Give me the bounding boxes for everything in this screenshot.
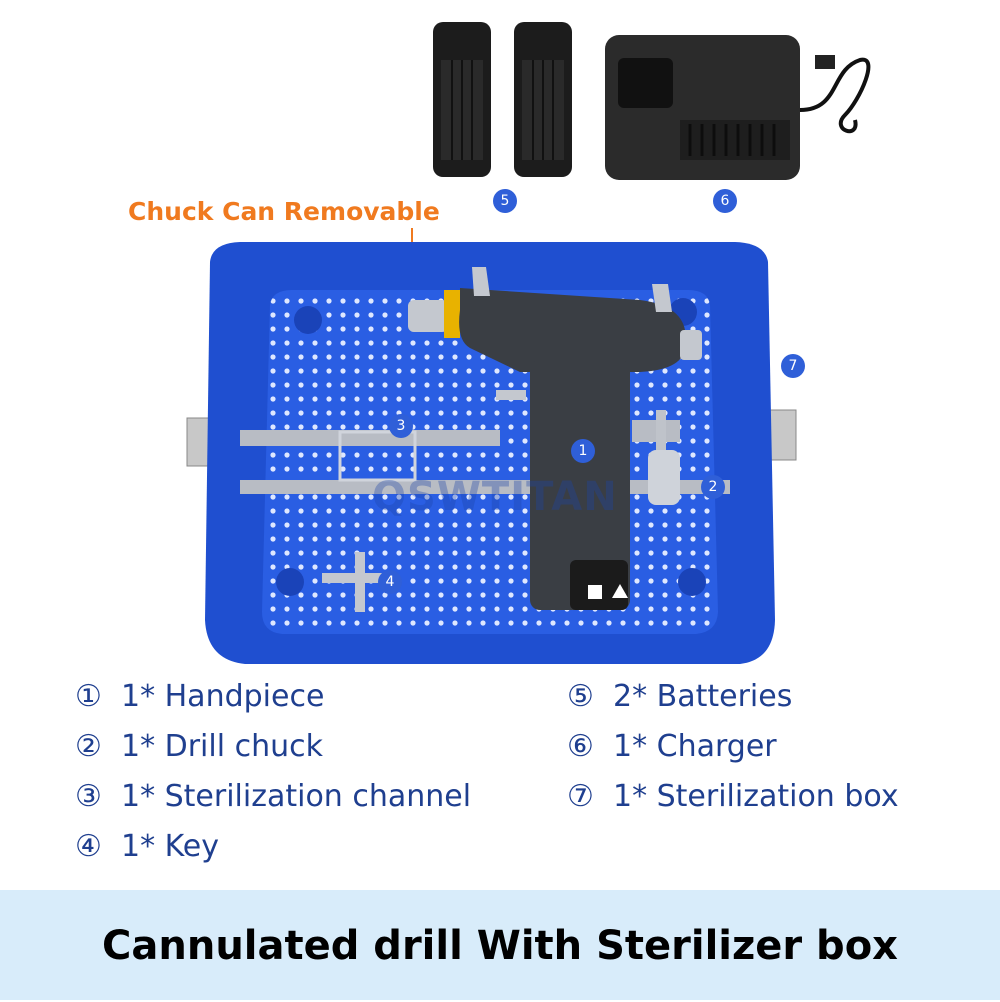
item-number: ① xyxy=(75,679,102,714)
item-label: 1* Charger xyxy=(613,729,777,764)
marker-7: 7 xyxy=(781,354,805,378)
list-item: ① 1* Handpiece xyxy=(75,679,324,715)
list-item: ⑦ 1* Sterilization box xyxy=(567,779,899,815)
chuck-removable-callout: Chuck Can Removable xyxy=(128,197,440,226)
handpiece-icon xyxy=(408,267,702,610)
item-number: ⑤ xyxy=(567,679,594,714)
banner-title: Cannulated drill With Sterilizer box xyxy=(102,923,898,969)
item-label: 1* Handpiece xyxy=(121,679,325,714)
key-icon xyxy=(322,552,397,612)
item-label: 2* Batteries xyxy=(613,679,793,714)
marker-3: 3 xyxy=(389,414,413,438)
item-label: 1* Drill chuck xyxy=(121,729,323,764)
item-number: ⑦ xyxy=(567,779,594,814)
drill-chuck-icon xyxy=(648,410,680,505)
item-number: ③ xyxy=(75,779,102,814)
item-number: ② xyxy=(75,729,102,764)
item-label: 1* Key xyxy=(121,829,220,864)
item-label: 1* Sterilization channel xyxy=(121,779,472,814)
list-item: ② 1* Drill chuck xyxy=(75,729,323,765)
product-photo xyxy=(186,22,871,664)
item-label: 1* Sterilization box xyxy=(613,779,899,814)
list-item: ③ 1* Sterilization channel xyxy=(75,779,471,815)
marker-4: 4 xyxy=(378,570,402,594)
title-banner: Cannulated drill With Sterilizer box xyxy=(0,890,1000,1000)
item-number: ④ xyxy=(75,829,102,864)
marker-1: 1 xyxy=(571,439,595,463)
battery-right-icon xyxy=(514,22,572,177)
marker-6: 6 xyxy=(713,189,737,213)
list-item: ⑥ 1* Charger xyxy=(567,729,777,765)
list-item: ④ 1* Key xyxy=(75,829,219,865)
item-number: ⑥ xyxy=(567,729,594,764)
marker-5: 5 xyxy=(493,189,517,213)
battery-left-icon xyxy=(433,22,491,177)
marker-2: 2 xyxy=(701,475,725,499)
list-item: ⑤ 2* Batteries xyxy=(567,679,792,715)
charger-icon xyxy=(605,35,871,180)
brand-watermark: QSWTITAN xyxy=(372,474,618,520)
